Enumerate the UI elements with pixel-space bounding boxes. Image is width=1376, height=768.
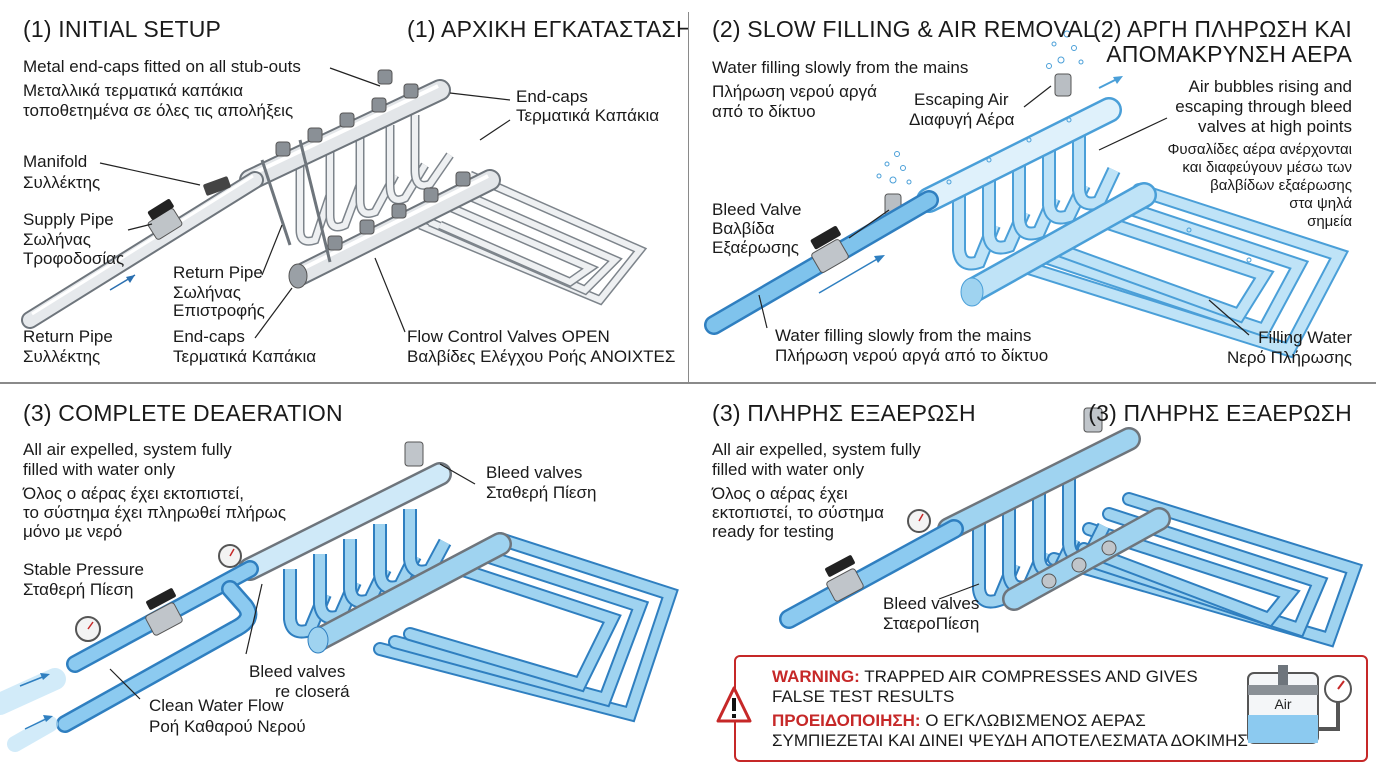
title-en: (2) SLOW FILLING & AIR REMOVAL bbox=[712, 16, 1096, 42]
expelled-gr2: το σύστημα έχει πληρωθεί πλήρως bbox=[23, 503, 287, 522]
return-bottom-en: Return Pipe bbox=[23, 327, 113, 346]
title-gr: (1) ΑΡΧΙΚΗ ΕΓΚΑΤΑΣΤΑΣΗ bbox=[407, 16, 688, 42]
stable-pressure-gr: Σταθερή Πίεση bbox=[23, 580, 134, 599]
expelled-gr3: ready for testing bbox=[712, 522, 834, 541]
slow-filling-illustration bbox=[704, 30, 1350, 359]
filling-bottom-en: Water filling slowly from the mains bbox=[775, 326, 1032, 345]
filling-top-gr2: από το δίκτυο bbox=[712, 102, 816, 121]
filling-bottom-gr: Πλήρωση νερού αργά από το δίκτυο bbox=[775, 346, 1049, 365]
expelled-en2: filled with water only bbox=[23, 460, 176, 479]
supply-pipe-gr1: Σωλήνας bbox=[23, 230, 91, 249]
endcaps-note-gr2: τοποθετημένα σε όλες τις απολήξεις bbox=[23, 101, 294, 120]
endcaps-note-en: Metal end-caps fitted on all stub-outs bbox=[23, 57, 301, 76]
bleed-valve-gr2: Εξαέρωσης bbox=[712, 238, 799, 257]
bubbles-gr4: στα ψηλά bbox=[1289, 195, 1352, 212]
air-label: Air bbox=[1274, 696, 1291, 712]
expelled-gr3: μόνο με νερό bbox=[23, 522, 123, 541]
bubbles-en1: Air bubbles rising and bbox=[1188, 77, 1352, 96]
stable-pressure-en: Stable Pressure bbox=[23, 560, 144, 579]
warning-text-en1: TRAPPED AIR COMPRESSES AND GIVES bbox=[864, 667, 1198, 686]
warning-text-en2: FALSE TEST RESULTS bbox=[772, 687, 955, 706]
title-gr2: ΑΠΟΜΑΚΡΥΝΣΗ ΑΕΡΑ bbox=[1106, 41, 1352, 67]
title-right: (3) ΠΛΗΡΗΣ ΕΞΑΕΡΩΣΗ bbox=[1088, 400, 1352, 426]
bubbles-gr3: βαλβίδων εξαέρωσης bbox=[1210, 177, 1352, 194]
clean-flow-gr: Ροή Καθαρού Νερού bbox=[149, 717, 306, 736]
warning-label-en: WARNING: bbox=[772, 667, 860, 686]
supply-pipe-gr2: Τροφοδοσίας bbox=[23, 249, 125, 268]
return-pipe-en: Return Pipe bbox=[173, 263, 263, 282]
manifold-gr: Συλλέκτης bbox=[23, 173, 101, 192]
warning-line-gr1: ΠΡΟΕΙΔΟΠΟΙΗΣΗ: Ο ΕΓΚΛΩΒΙΣΜΕΝΟΣ ΑΕΡΑΣ bbox=[772, 711, 1146, 731]
endcaps-bottom-en: End-caps bbox=[173, 327, 245, 346]
escaping-air-gr: Διαφυγή Αέρα bbox=[909, 110, 1015, 129]
title: (3) COMPLETE DEAERATION bbox=[23, 400, 343, 426]
panel-initial-setup: (1) INITIAL SETUP (1) ΑΡΧΙΚΗ ΕΓΚΑΤΑΣΤΑΣΗ… bbox=[0, 0, 688, 382]
initial-setup-illustration bbox=[21, 67, 648, 339]
bubbles-gr5: σημεία bbox=[1307, 213, 1352, 230]
escaping-air-en: Escaping Air bbox=[914, 90, 1009, 109]
bubbles-gr2: και διαφεύγουν μέσω των bbox=[1182, 159, 1352, 176]
bleed-valves-gr: ΣταεροΠίεση bbox=[883, 614, 980, 633]
filling-water-gr: Νερό Πλήρωσης bbox=[1226, 348, 1352, 367]
warning-box: WARNING: TRAPPED AIR COMPRESSES AND GIVE… bbox=[716, 655, 1368, 762]
warning-label-gr: ΠΡΟΕΙΔΟΠΟΙΗΣΗ: bbox=[772, 711, 921, 730]
bleed-bottom-gr: re closerá bbox=[275, 682, 350, 701]
expelled-en2: filled with water only bbox=[712, 460, 865, 479]
title-gr1: (2) ΑΡΓΗ ΠΛΗΡΩΣΗ ΚΑΙ bbox=[1093, 16, 1352, 42]
filling-water-en: Filling Water bbox=[1258, 328, 1352, 347]
return-pipe-gr2: Επιστροφής bbox=[173, 301, 265, 320]
bleed-valve-en: Bleed Valve bbox=[712, 200, 802, 219]
endcaps-top-gr: Τερματικά Καπάκια bbox=[516, 106, 660, 125]
bubbles-gr1: Φυσαλίδες αέρα ανέρχονται bbox=[1167, 141, 1352, 158]
air-compression-cylinder-icon: Air bbox=[1247, 665, 1352, 744]
supply-pipe-en: Supply Pipe bbox=[23, 210, 114, 229]
expelled-gr1: Όλος ο αέρας έχει bbox=[712, 484, 848, 503]
panel-complete-deaeration: (3) COMPLETE DEAERATION All air expelled… bbox=[0, 384, 688, 768]
bleed-bottom-en: Bleed valves bbox=[249, 662, 346, 681]
panel-full-deaeration-gr: (3) ΠΛΗΡΗΣ ΕΞΑΕΡΩΣΗ (3) ΠΛΗΡΗΣ ΕΞΑΕΡΩΣΗ … bbox=[689, 384, 1376, 768]
vertical-divider bbox=[688, 12, 689, 382]
panel-slow-filling: (2) SLOW FILLING & AIR REMOVAL (2) ΑΡΓΗ … bbox=[689, 0, 1376, 382]
endcaps-bottom-gr: Τερματικά Καπάκια bbox=[173, 347, 317, 366]
expelled-en1: All air expelled, system fully bbox=[712, 440, 921, 459]
warning-line-en1: WARNING: TRAPPED AIR COMPRESSES AND GIVE… bbox=[772, 667, 1198, 687]
expelled-gr1: Όλος ο αέρας έχει εκτοπιστεί, bbox=[23, 484, 244, 503]
return-bottom-gr: Συλλέκτης bbox=[23, 347, 101, 366]
expelled-en1: All air expelled, system fully bbox=[23, 440, 232, 459]
manifold-en: Manifold bbox=[23, 152, 88, 171]
bleed-valves-en: Bleed valves bbox=[883, 594, 980, 613]
bubbles-en2: escaping through bleed bbox=[1175, 97, 1352, 116]
bleed-top-gr: Σταθερή Πίεση bbox=[486, 483, 597, 502]
deaeration-illustration bbox=[0, 441, 679, 752]
clean-flow-en: Clean Water Flow bbox=[149, 696, 284, 715]
horizontal-divider bbox=[0, 382, 1376, 384]
expelled-gr2: εκτοπιστεί, το σύστημα bbox=[712, 503, 885, 522]
filling-top-en: Water filling slowly from the mains bbox=[712, 58, 969, 77]
flow-valves-en: Flow Control Valves OPEN bbox=[407, 327, 610, 346]
title-left: (3) ΠΛΗΡΗΣ ΕΞΑΕΡΩΣΗ bbox=[712, 400, 976, 426]
bubbles-en3: valves at high points bbox=[1197, 117, 1352, 136]
return-pipe-gr1: Σωλήνας bbox=[173, 283, 241, 302]
title-en: (1) INITIAL SETUP bbox=[23, 16, 222, 42]
warning-text-gr2: ΣΥΜΠΙΕΖΕΤΑΙ ΚΑΙ ΔΙΝΕΙ ΨΕΥΔΗ ΑΠΟΤΕΛΕΣΜΑΤΑ… bbox=[772, 731, 1248, 750]
filling-top-gr1: Πλήρωση νερού αργά bbox=[712, 82, 877, 101]
bleed-valve-gr1: Βαλβίδα bbox=[712, 219, 775, 238]
endcaps-note-gr1: Μεταλλικά τερματικά καπάκια bbox=[23, 81, 244, 100]
testing-ready-illustration bbox=[779, 407, 1364, 648]
bleed-top-en: Bleed valves bbox=[486, 463, 583, 482]
endcaps-top-en: End-caps bbox=[516, 87, 588, 106]
flow-valves-gr: Βαλβίδες Ελέγχου Ροής ΑΝΟΙΧΤΕΣ bbox=[407, 347, 676, 366]
warning-text-gr1: Ο ΕΓΚΛΩΒΙΣΜΕΝΟΣ ΑΕΡΑΣ bbox=[925, 711, 1146, 730]
warning-triangle-icon bbox=[716, 686, 752, 723]
